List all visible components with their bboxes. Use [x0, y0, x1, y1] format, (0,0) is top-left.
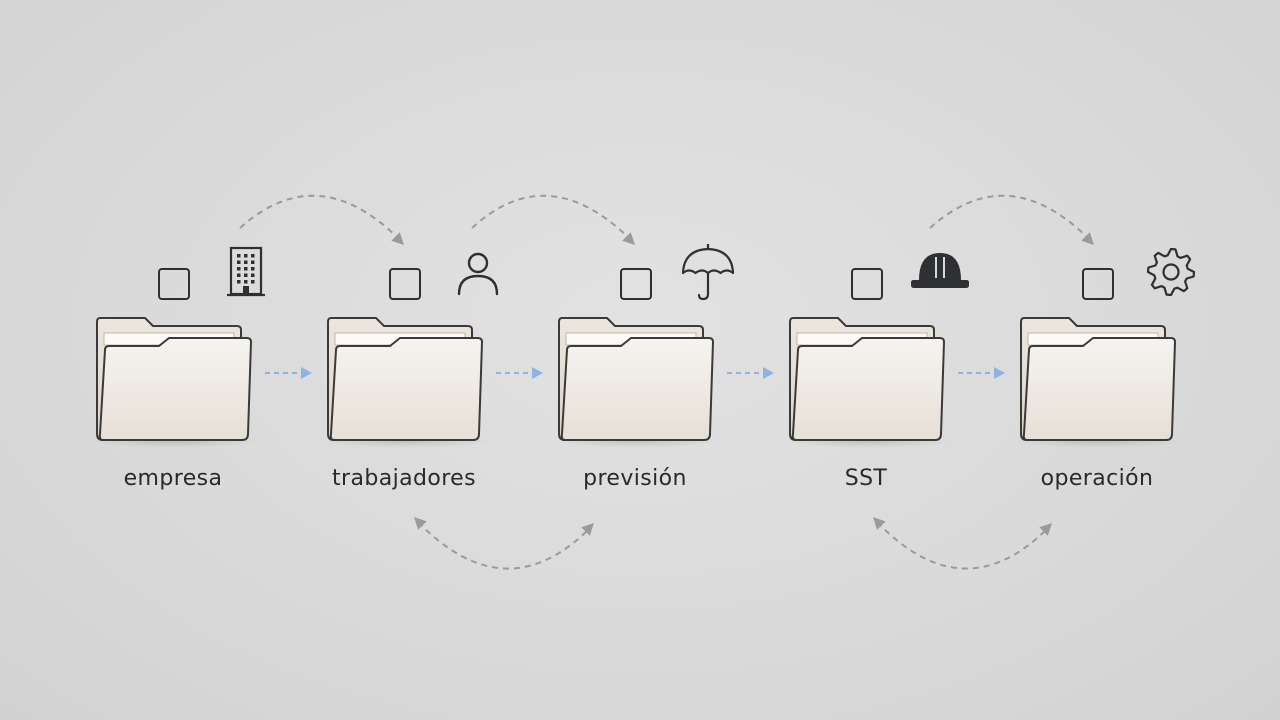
checkboxes — [158, 268, 1114, 300]
folder-front — [1022, 337, 1176, 441]
checkbox-trabajadores[interactable] — [389, 268, 421, 300]
checkbox-box[interactable] — [851, 268, 883, 300]
loop-arrow-top — [471, 194, 635, 245]
folder-front — [560, 337, 714, 441]
loop-arrow-top — [239, 194, 404, 245]
folder-front — [98, 337, 252, 441]
checkbox-sst[interactable] — [851, 268, 883, 300]
sequence-arrows — [265, 367, 1005, 379]
loop-arrow-bottom — [414, 517, 594, 570]
folder-label-sst: SST — [844, 466, 888, 491]
folder-operacion[interactable] — [1015, 317, 1183, 448]
checkbox-operacion[interactable] — [1082, 268, 1114, 300]
sequence-arrow — [958, 367, 1005, 379]
folder-label-trabajadores: trabajadores — [332, 466, 476, 491]
loop-arrow-top — [929, 194, 1094, 245]
folder-label-empresa: empresa — [123, 466, 223, 491]
sequence-arrow — [727, 367, 774, 379]
gear-icon — [1146, 247, 1196, 297]
loop-arrows — [239, 194, 1094, 570]
sequence-arrow — [496, 367, 543, 379]
folder-trabajadores[interactable] — [322, 317, 490, 448]
umbrella-icon — [681, 244, 735, 301]
folders — [91, 317, 1183, 448]
folder-sst[interactable] — [784, 317, 952, 448]
sequence-arrow — [265, 367, 312, 379]
category-icons — [227, 244, 1196, 301]
folder-front — [329, 337, 483, 441]
checkbox-box[interactable] — [1082, 268, 1114, 300]
folder-front — [791, 337, 945, 441]
checkbox-box[interactable] — [620, 268, 652, 300]
folder-empresa[interactable] — [91, 317, 259, 448]
checkbox-box[interactable] — [158, 268, 190, 300]
folder-label-operacion: operación — [1040, 466, 1154, 491]
folder-label-prevision: previsión — [583, 466, 687, 491]
person-icon — [457, 252, 499, 296]
checkbox-empresa[interactable] — [158, 268, 190, 300]
folder-prevision[interactable] — [553, 317, 721, 448]
hard-hat-icon — [911, 253, 969, 288]
loop-arrow-bottom — [873, 517, 1052, 570]
checkbox-box[interactable] — [389, 268, 421, 300]
checkbox-prevision[interactable] — [620, 268, 652, 300]
building-icon — [227, 246, 265, 297]
